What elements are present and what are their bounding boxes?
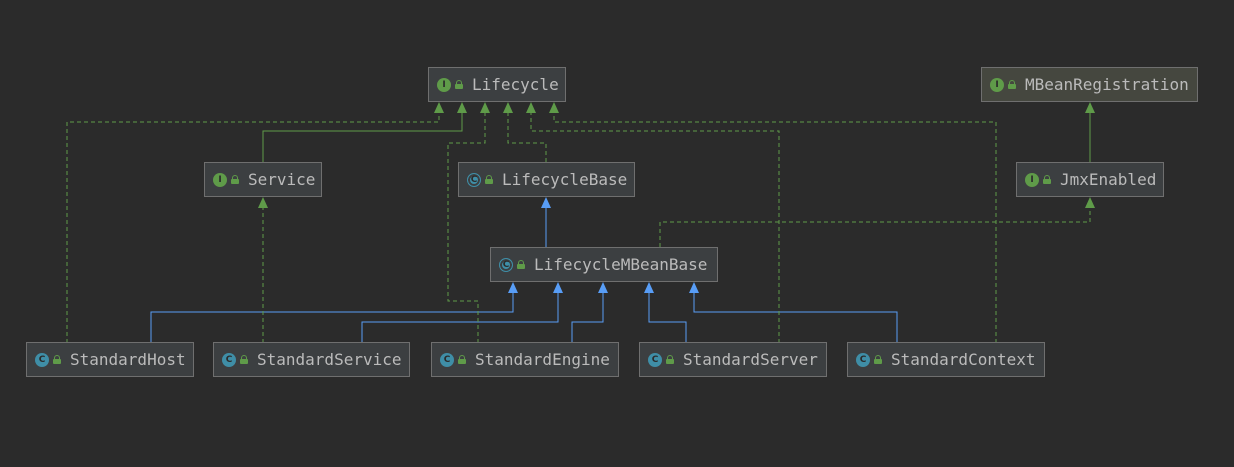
abstract-class-icon: C <box>467 172 481 187</box>
node-label: StandardEngine <box>475 350 610 369</box>
public-visibility-icon <box>231 175 239 184</box>
extends-arrowheads <box>508 197 699 293</box>
arrowhead <box>457 102 467 113</box>
public-visibility-icon <box>240 355 248 364</box>
edge-standardserver-to-lifecycle <box>530 110 780 343</box>
node-label: StandardService <box>257 350 402 369</box>
arrowhead <box>598 282 608 293</box>
edge-standardserver-to-lifecyclembeanbase <box>648 290 687 343</box>
public-visibility-icon <box>666 355 674 364</box>
public-visibility-icon <box>517 260 525 269</box>
arrowhead <box>549 102 559 113</box>
public-visibility-icon <box>53 355 61 364</box>
arrowhead <box>508 282 518 293</box>
arrowhead <box>526 102 536 113</box>
edge-lifecyclebase-to-lifecycle <box>507 110 547 162</box>
arrowhead <box>553 282 563 293</box>
node-label: MBeanRegistration <box>1025 75 1189 94</box>
public-visibility-icon <box>455 80 463 89</box>
implements-edges <box>66 110 1091 343</box>
edge-standardengine-to-lifecyclembeanbase <box>571 290 604 343</box>
node-standardhost[interactable]: C StandardHost <box>26 342 194 377</box>
node-label: StandardContext <box>891 350 1036 369</box>
node-label: Service <box>248 170 316 189</box>
arrowhead <box>541 197 551 208</box>
node-lifecycle[interactable]: I Lifecycle <box>428 67 566 102</box>
public-visibility-icon <box>874 355 882 364</box>
node-label: Lifecycle <box>472 75 559 94</box>
class-icon: C <box>856 352 870 367</box>
node-standardengine[interactable]: C StandardEngine <box>431 342 619 377</box>
interface-extends-edges <box>262 110 1091 162</box>
arrowhead <box>258 197 268 208</box>
arrowhead <box>644 282 654 293</box>
class-icon: C <box>222 352 236 367</box>
node-lifecyclebase[interactable]: C LifecycleBase <box>458 162 635 197</box>
class-icon: C <box>440 352 454 367</box>
node-label: LifecycleMBeanBase <box>534 255 708 274</box>
node-jmxenabled[interactable]: I JmxEnabled <box>1016 162 1164 197</box>
node-label: StandardHost <box>70 350 186 369</box>
node-label: StandardServer <box>683 350 818 369</box>
arrowhead <box>480 102 490 113</box>
edge-standardhost-to-lifecyclembeanbase <box>150 290 514 343</box>
arrowhead <box>1085 102 1095 113</box>
node-service[interactable]: I Service <box>204 162 322 197</box>
extends-edges <box>150 205 898 343</box>
edge-standardhost-to-lifecycle <box>66 110 440 343</box>
node-label: LifecycleBase <box>502 170 628 189</box>
arrowhead <box>1085 197 1095 208</box>
node-mbeanregistration[interactable]: I MBeanRegistration <box>981 67 1198 102</box>
public-visibility-icon <box>1008 80 1016 89</box>
interface-icon: I <box>437 77 451 92</box>
class-icon: C <box>35 352 49 367</box>
arrowhead <box>689 282 699 293</box>
node-lifecyclembeanbase[interactable]: C LifecycleMBeanBase <box>490 247 718 282</box>
node-standardcontext[interactable]: C StandardContext <box>847 342 1045 377</box>
abstract-class-icon: C <box>499 257 513 272</box>
interface-icon: I <box>1025 172 1039 187</box>
green-arrowheads <box>258 102 1095 208</box>
edge-service-to-lifecycle <box>262 110 463 162</box>
edge-standardcontext-to-lifecyclembeanbase <box>693 290 898 343</box>
node-standardservice[interactable]: C StandardService <box>213 342 410 377</box>
arrowhead <box>503 102 513 113</box>
public-visibility-icon <box>1043 175 1051 184</box>
public-visibility-icon <box>458 355 466 364</box>
interface-icon: I <box>990 77 1004 92</box>
edge-standardengine-to-lifecycle <box>447 110 486 343</box>
class-icon: C <box>648 352 662 367</box>
node-standardserver[interactable]: C StandardServer <box>639 342 827 377</box>
public-visibility-icon <box>485 175 493 184</box>
interface-icon: I <box>213 172 227 187</box>
node-label: JmxEnabled <box>1060 170 1157 189</box>
edge-standardservice-to-lifecyclembeanbase <box>361 290 559 343</box>
edge-lifecyclembeanbase-to-jmxenabled <box>659 205 1091 247</box>
arrowhead <box>434 102 444 113</box>
edge-standardcontext-to-lifecycle <box>553 110 997 343</box>
